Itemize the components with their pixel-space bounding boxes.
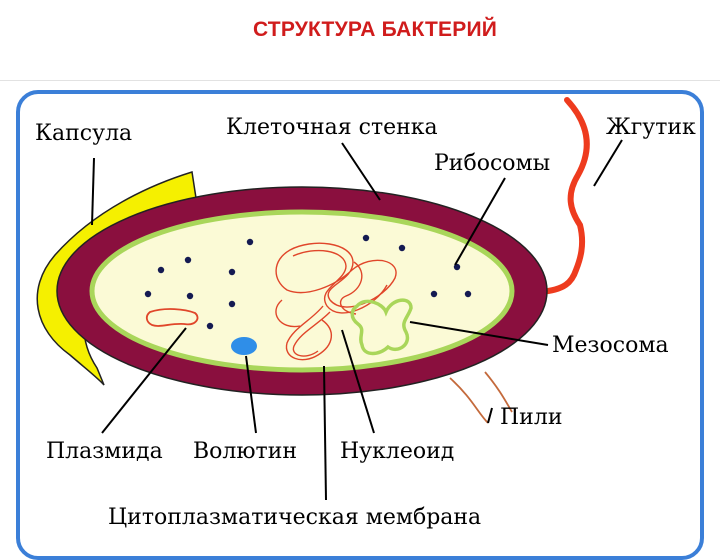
pili-2 [484,371,513,413]
label-nucleoid: Нуклеоид [340,439,454,464]
leader-capsule [91,157,95,226]
label-plasmid: Плазмида [46,439,163,464]
plasmid [145,308,199,327]
label-volutin: Волютин [193,439,297,464]
cytoplasm [89,209,515,373]
pili [449,377,489,424]
nucleoid [275,242,397,361]
volutin [231,337,257,355]
leader-cell-wall [341,142,381,201]
leader-flagellum [593,139,623,187]
leader-mesosome [409,321,549,346]
bacterium-diagram: Капсула Клеточная стенка Рибосомы Жгутик… [35,97,696,530]
leader-membrane [323,365,327,501]
label-capsule: Капсула [35,121,132,146]
leader-pili [487,407,493,424]
leader-plasmid [101,327,187,434]
label-membrane: Цитоплазматическая мембрана [108,505,481,530]
flagellum [537,97,590,295]
label-ribosomes: Рибосомы [434,151,550,176]
leader-volutin [245,355,257,434]
leader-ribosomes [454,177,506,266]
label-mesosome: Мезосома [552,333,669,358]
label-flagellum: Жгутик [606,115,696,140]
leader-nucleoid [341,329,375,434]
ribosomes [144,234,472,330]
mesosome [350,298,413,356]
slide-title: СТРУКТУРА БАКТЕРИЙ [252,18,498,41]
label-cell-wall: Клеточная стенка [226,115,438,140]
title-divider [0,80,720,81]
label-pili: Пили [500,405,563,430]
